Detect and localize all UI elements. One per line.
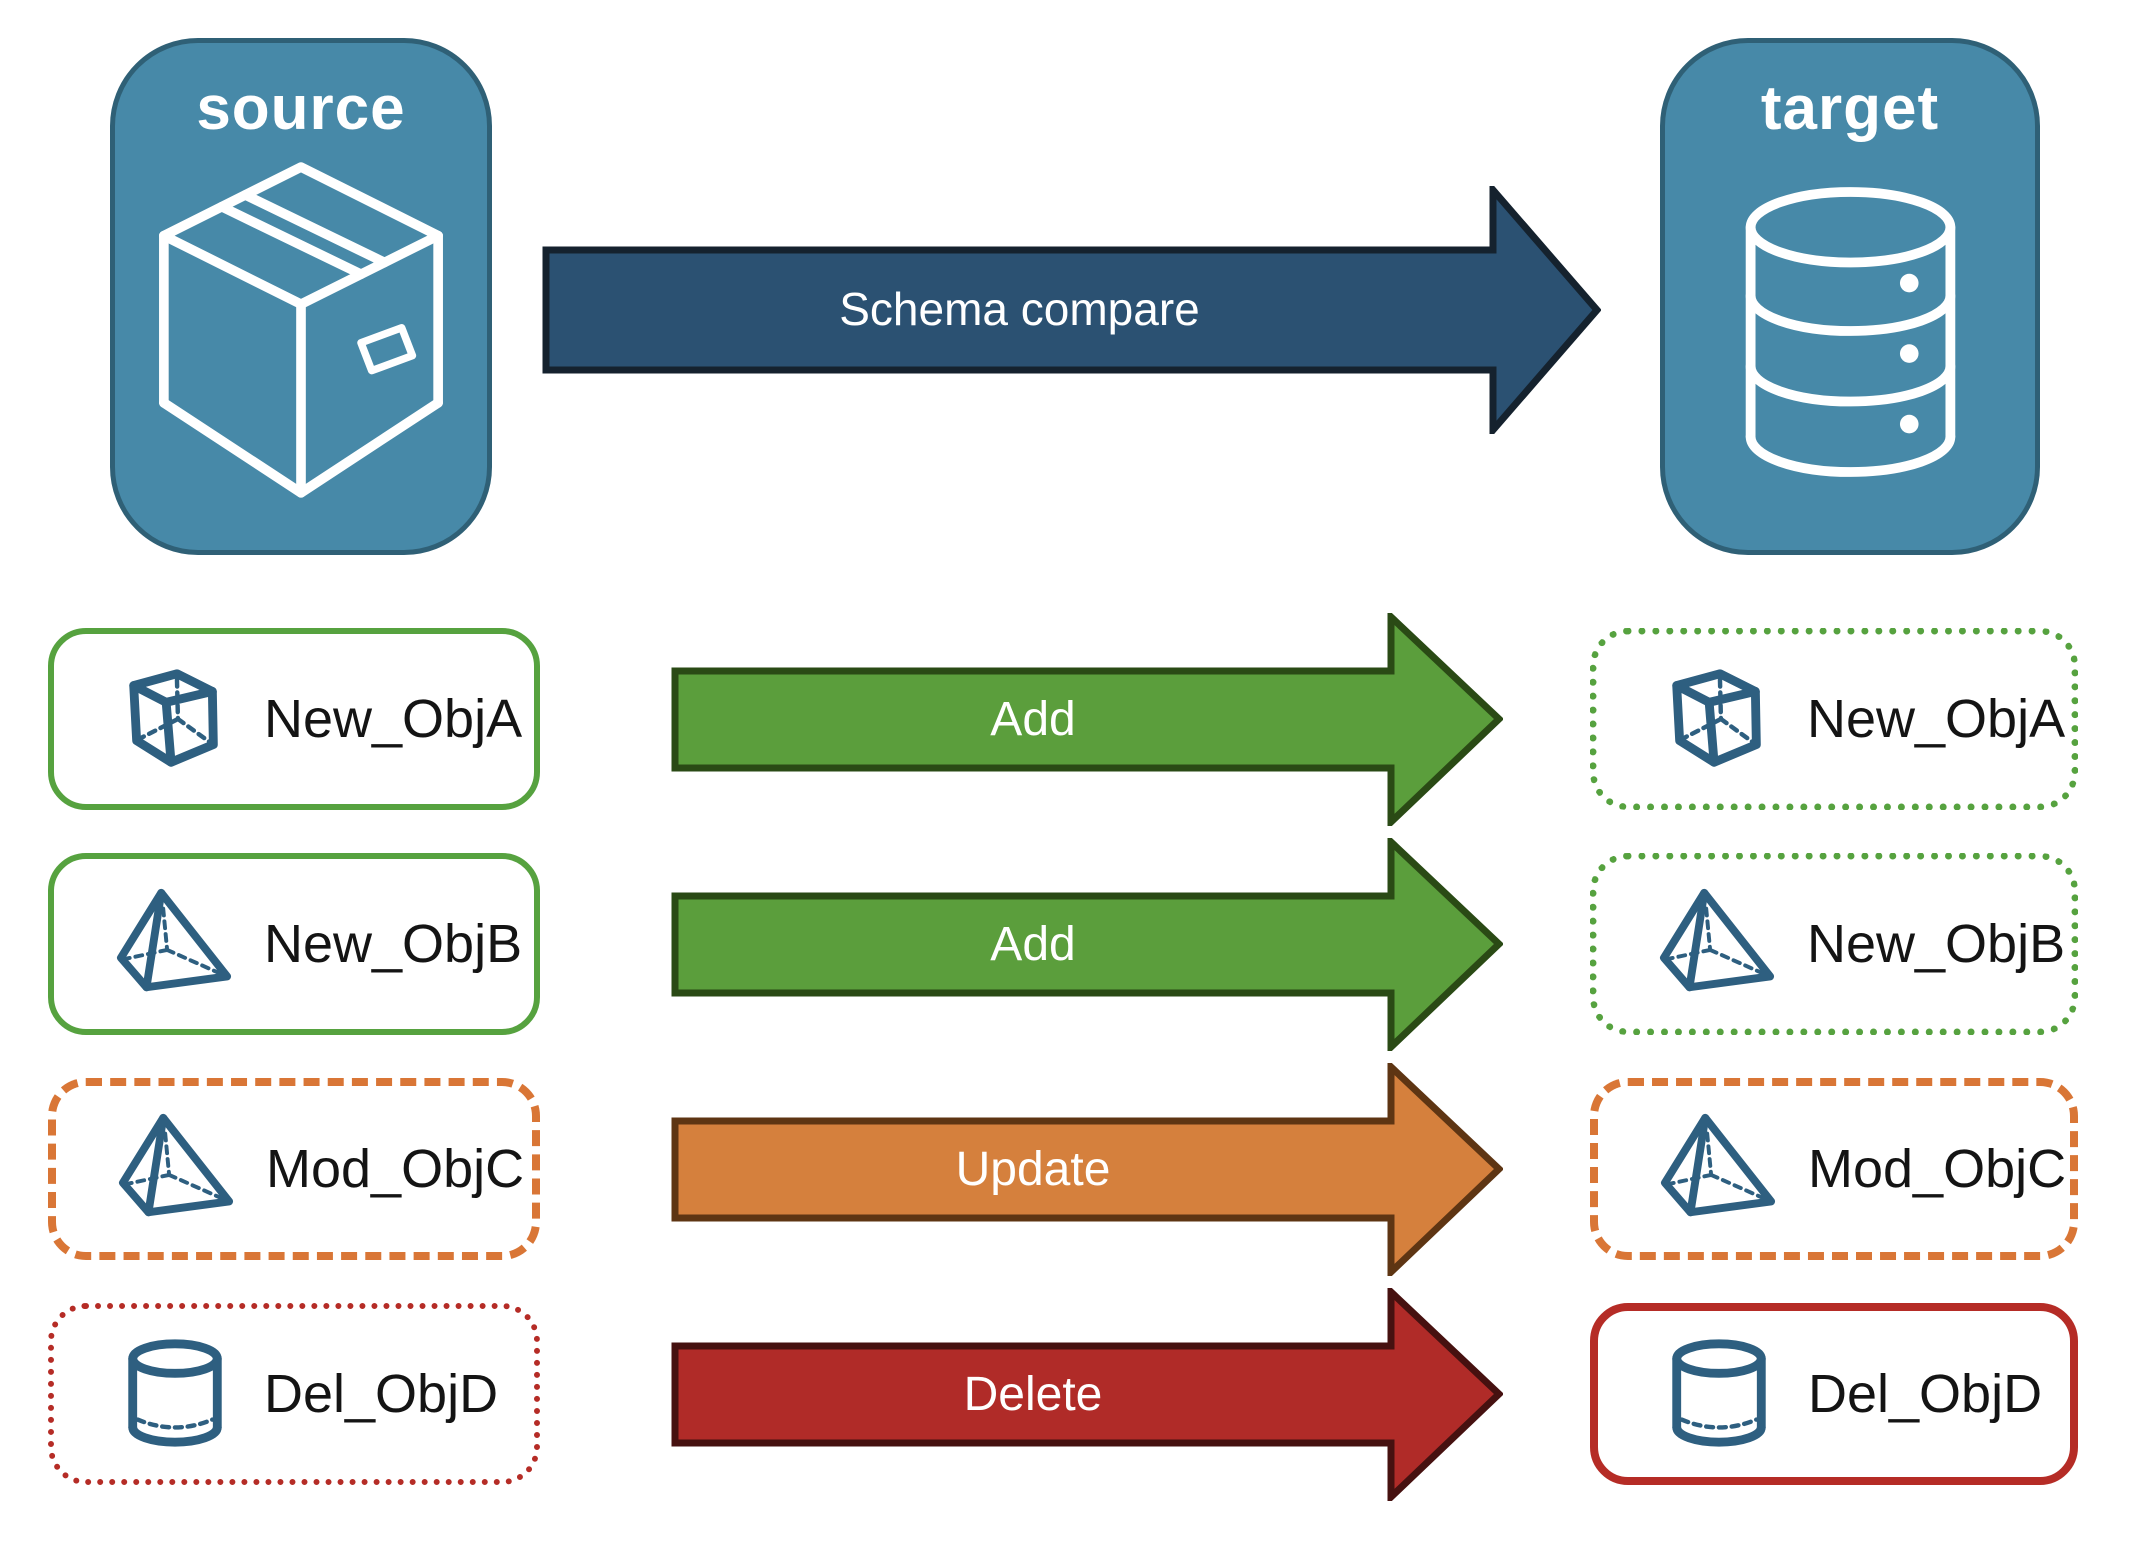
target-node: target (1660, 38, 2040, 555)
schema-compare-arrow-label: Schema compare (839, 282, 1200, 335)
cylinder-icon (1672, 1339, 1766, 1447)
object-name: Del_ObjD (1808, 1364, 2043, 1424)
add-arrow-label: Add (990, 692, 1076, 746)
object-name: Del_ObjD (264, 1364, 499, 1424)
pyramid-icon (118, 1113, 234, 1217)
object-name: New_ObjB (264, 914, 523, 974)
database-icon (1745, 187, 1955, 477)
cube-icon (1672, 669, 1761, 767)
pyramid-icon (1659, 888, 1775, 992)
schema-compare-arrow (542, 186, 1601, 434)
source-node: source (110, 38, 492, 555)
source-label: source (196, 74, 406, 143)
update-arrow (671, 1063, 1503, 1276)
target-object-new-obja: New_ObjA (1590, 628, 2078, 810)
cylinder-icon (128, 1339, 222, 1447)
source-object-mod-objc: Mod_ObjC (48, 1078, 540, 1260)
package-icon (159, 162, 443, 498)
pyramid-icon (116, 888, 232, 992)
delete-arrow (671, 1288, 1503, 1501)
update-arrow-label: Update (955, 1142, 1111, 1196)
object-name: Mod_ObjC (1808, 1139, 2067, 1199)
source-object-del-objd: Del_ObjD (48, 1303, 540, 1485)
pyramid-icon (1660, 1113, 1776, 1217)
target-object-del-objd: Del_ObjD (1590, 1303, 2078, 1485)
object-name: New_ObjA (1807, 689, 2066, 749)
target-object-mod-objc: Mod_ObjC (1590, 1078, 2078, 1260)
target-object-new-objb: New_ObjB (1590, 853, 2078, 1035)
object-name: New_ObjA (264, 689, 523, 749)
object-name: Mod_ObjC (266, 1139, 525, 1199)
source-object-new-objb: New_ObjB (48, 853, 540, 1035)
target-label: target (1760, 74, 1940, 143)
add-arrow-label: Add (990, 917, 1076, 971)
delete-arrow-label: Delete (963, 1367, 1103, 1421)
add-arrow (671, 613, 1503, 826)
source-object-new-obja: New_ObjA (48, 628, 540, 810)
object-name: New_ObjB (1807, 914, 2066, 974)
add-arrow (671, 838, 1503, 1051)
cube-icon (129, 669, 218, 767)
